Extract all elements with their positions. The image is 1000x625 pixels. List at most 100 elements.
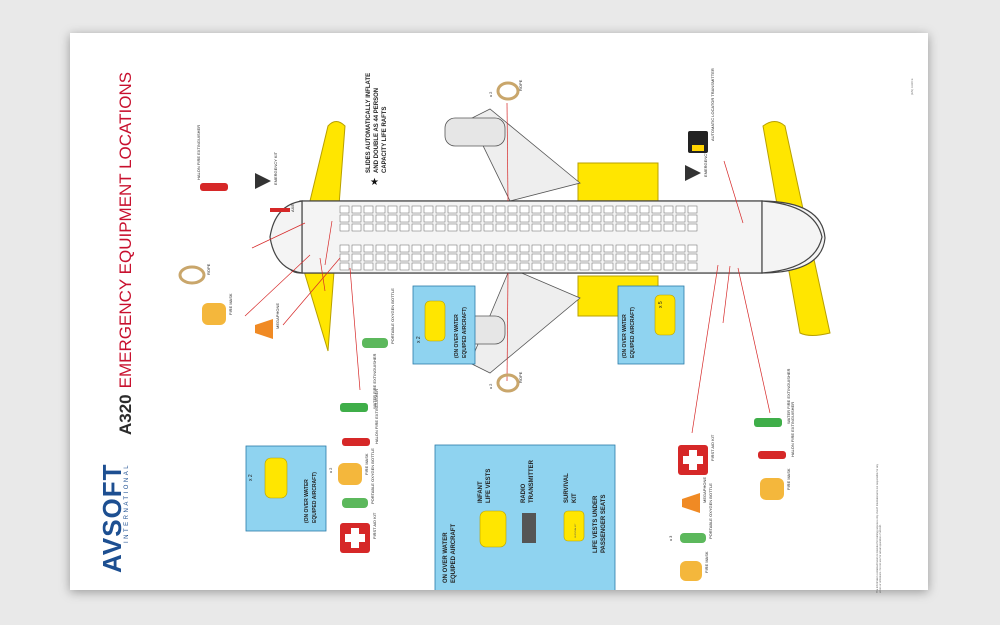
passenger-seat <box>435 205 446 214</box>
box1-line2: EQUIPED AIRCRAFT) <box>462 307 468 358</box>
passenger-seat <box>375 223 386 232</box>
portable-bottle-mid: PORTABLE OXYGEN BOTTLE <box>342 448 375 508</box>
passenger-seat <box>627 262 638 271</box>
box2-line1: (ON OVER WATER <box>622 314 628 358</box>
passenger-seat <box>579 244 590 253</box>
passenger-seat <box>579 262 590 271</box>
passenger-seat <box>615 262 626 271</box>
passenger-seat <box>555 253 566 262</box>
passenger-seat <box>471 223 482 232</box>
rope-icon <box>496 81 520 101</box>
passenger-seat <box>531 262 542 271</box>
passenger-seat <box>507 244 518 253</box>
fire-mask-label: FIRE MASK <box>704 551 709 573</box>
passenger-seat <box>675 253 686 262</box>
passenger-seat <box>411 262 422 271</box>
box3-line2: EQUIPED AIRCRAFT) <box>312 472 318 523</box>
passenger-seat <box>519 244 530 253</box>
passenger-seat <box>423 262 434 271</box>
passenger-seat <box>663 214 674 223</box>
box1-multiplier: x 2 <box>416 336 422 343</box>
big-box-line2: EQUIPED AIRCRAFT <box>451 524 457 583</box>
passenger-seat <box>375 262 386 271</box>
passenger-seat <box>627 214 638 223</box>
fire-mask-icon <box>338 463 362 485</box>
water-extinguisher-icon <box>340 403 368 412</box>
passenger-seat <box>651 244 662 253</box>
extinguisher-icon <box>342 438 370 446</box>
leader-line <box>349 267 361 391</box>
megaphone-label: MEGAPHONE <box>275 303 280 329</box>
passenger-seat <box>663 262 674 271</box>
leader-line <box>319 257 326 292</box>
axe-icon <box>270 208 290 212</box>
engine-left <box>444 117 506 147</box>
portable-bottle-label: PORTABLE OXYGEN BOTTLE <box>708 483 713 539</box>
passenger-seat <box>447 253 458 262</box>
wings <box>444 108 581 374</box>
passenger-seat <box>579 205 590 214</box>
star-icon: ★ <box>370 177 379 188</box>
water-extinguisher-label: WATER FIRE EXTINGUISHER <box>372 354 377 409</box>
oxygen-bottle-icon <box>362 338 388 348</box>
life-vest-icon <box>264 457 288 499</box>
passenger-seat <box>675 205 686 214</box>
passenger-seat <box>351 253 362 262</box>
slides-note-line1: SLIDES AUTOMATICALLY INFLATE <box>366 73 372 173</box>
passenger-seat <box>687 253 698 262</box>
passenger-seat <box>507 205 518 214</box>
passenger-seat <box>471 214 482 223</box>
passenger-seat <box>387 205 398 214</box>
passenger-seat <box>591 244 602 253</box>
passenger-seat <box>507 214 518 223</box>
passenger-seat <box>471 262 482 271</box>
passenger-seat <box>507 262 518 271</box>
passenger-seat <box>675 223 686 232</box>
halon-extinguisher-label: HALON FIRE EXTINGUISHER <box>196 125 201 180</box>
passenger-seat <box>675 244 686 253</box>
passenger-seat <box>471 244 482 253</box>
radio-transmitter-icon <box>522 513 536 543</box>
passenger-seat <box>459 262 470 271</box>
passenger-seat <box>603 223 614 232</box>
rope-icon <box>496 373 520 393</box>
passenger-seat <box>459 214 470 223</box>
multiplier: x 2 <box>328 467 333 473</box>
passenger-seat <box>663 205 674 214</box>
passenger-seat <box>663 244 674 253</box>
passenger-seat <box>603 253 614 262</box>
leader-line <box>251 222 306 249</box>
leader-line <box>723 160 744 224</box>
infant-vest-icon <box>479 510 507 548</box>
passenger-seat <box>363 262 374 271</box>
leader-line <box>506 102 509 202</box>
passenger-seat <box>435 244 446 253</box>
passenger-seat <box>543 244 554 253</box>
passenger-seat <box>399 205 410 214</box>
passenger-seat <box>555 205 566 214</box>
passenger-seat <box>579 214 590 223</box>
vests-under-line2: PASSENGER SEATS <box>601 495 607 553</box>
infant-vests-line2: LIFE VESTS <box>486 469 492 503</box>
passenger-seat <box>663 223 674 232</box>
passenger-seat <box>591 223 602 232</box>
passenger-seat <box>423 223 434 232</box>
passenger-seat <box>459 205 470 214</box>
passenger-seat <box>543 253 554 262</box>
passenger-seat <box>687 214 698 223</box>
passenger-seat <box>387 253 398 262</box>
passenger-seat <box>555 244 566 253</box>
passenger-seat <box>627 244 638 253</box>
passenger-seat <box>531 214 542 223</box>
big-box-line1: ON OVER WATER <box>443 532 449 583</box>
passenger-seat <box>435 262 446 271</box>
passenger-seat <box>663 253 674 262</box>
elt: AUTOMATIC LOCATOR TRANSMITTER <box>688 68 715 153</box>
passenger-seat <box>651 253 662 262</box>
megaphone-label: MEGAPHONE <box>702 477 707 503</box>
life-vest-box-1: x 2 (ON OVER WATER EQUIPED AIRCRAFT) <box>412 285 476 365</box>
megaphone-front: MEGAPHONE <box>255 303 280 339</box>
passenger-seat <box>567 262 578 271</box>
passenger-seat <box>627 253 638 262</box>
passenger-seat <box>351 205 362 214</box>
